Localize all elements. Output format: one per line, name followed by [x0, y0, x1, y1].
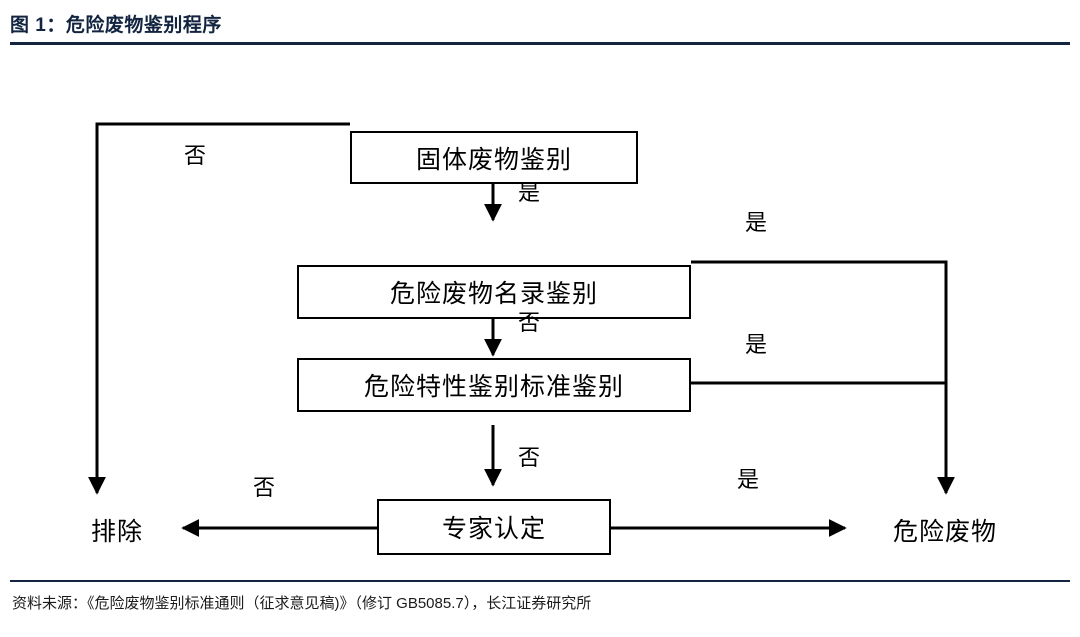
terminal-hazardous-waste: 危险废物 [860, 512, 1030, 548]
edge-label-no-characteristics-to-expert: 否 [518, 445, 541, 470]
edge-label-yes-catalog-to-hazardous: 是 [745, 210, 768, 235]
node-hazardous-waste-catalog-identification: 危险废物名录鉴别 [297, 265, 691, 319]
page-title: 图 1：危险废物鉴别程序 [10, 14, 222, 36]
terminal-label: 危险废物 [892, 518, 997, 546]
node-label: 固体废物鉴别 [415, 145, 572, 174]
node-label: 专家认定 [441, 515, 546, 543]
source-note: 资料未源：《危险废物鉴别标准通则（征求意见稿)》（修订 GB5085.7），长江… [12, 595, 592, 612]
source-divider [10, 580, 1070, 582]
edge-label-yes-solid-waste-to-catalog: 是 [518, 180, 541, 205]
node-label: 危险特性鉴别标准鉴别 [363, 373, 624, 401]
edge-label-no-catalog-to-characteristics: 否 [518, 310, 541, 335]
title-divider-top [10, 42, 1070, 45]
node-hazardous-characteristics-standard-identification: 危险特性鉴别标准鉴别 [297, 358, 691, 412]
edge-label-no-solid-waste-to-exclude: 否 [184, 143, 207, 168]
flowchart-connectors [88, 122, 955, 537]
edge-label-no-expert-to-exclude: 否 [253, 475, 276, 500]
node-label: 危险废物名录鉴别 [389, 280, 598, 308]
figure-title-bar: 图 1：危险废物鉴别程序 [10, 8, 1070, 38]
terminal-exclude: 排除 [57, 512, 177, 548]
terminal-label: 排除 [90, 518, 143, 546]
node-expert-determination: 专家认定 [377, 499, 611, 555]
edge-label-yes-characteristics-to-hazardous: 是 [745, 332, 768, 357]
edge-label-yes-expert-to-hazardous: 是 [737, 467, 760, 492]
node-solid-waste-identification: 固体废物鉴别 [350, 131, 638, 184]
